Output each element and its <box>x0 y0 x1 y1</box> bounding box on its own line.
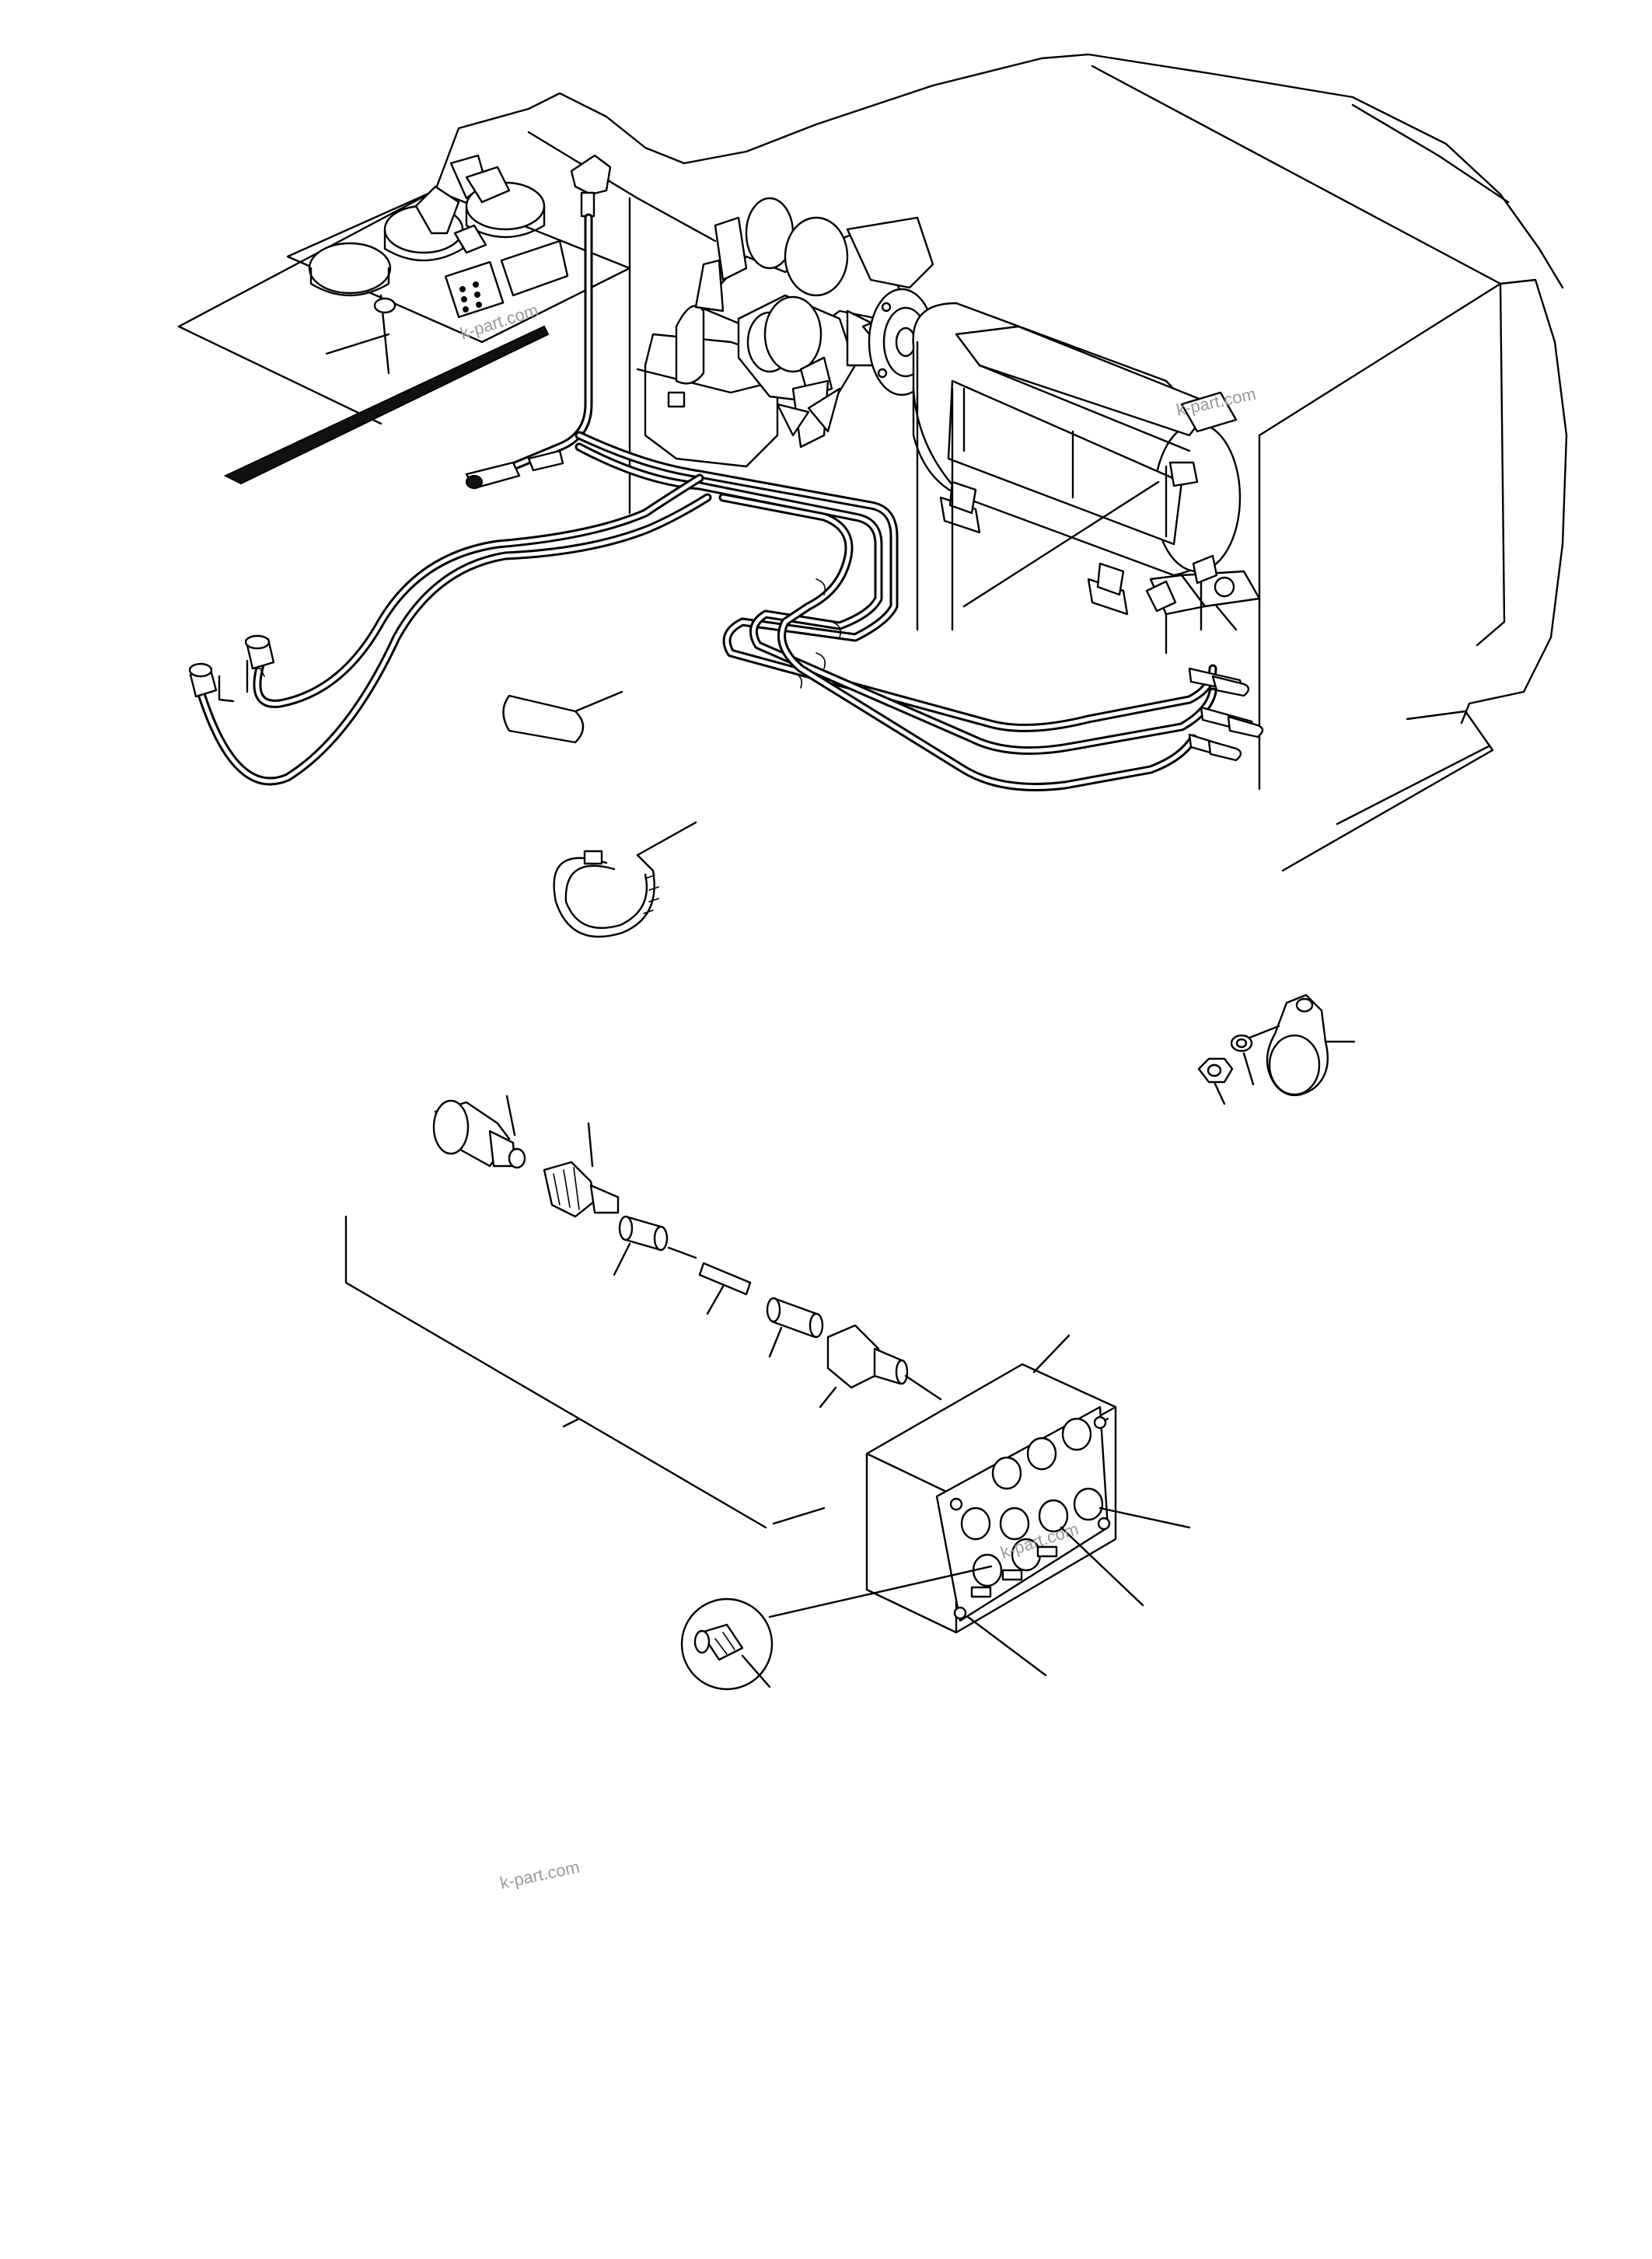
hose-clamp-band <box>553 821 697 938</box>
pump-assembly <box>636 197 936 468</box>
quick-coupler <box>432 1095 526 1169</box>
sleeve-a <box>613 1215 669 1276</box>
sleeve-b <box>766 1297 824 1358</box>
electric-motor <box>912 302 1261 631</box>
washer <box>1230 1034 1253 1053</box>
machine-body-outline <box>177 53 1568 872</box>
label-plates <box>970 1545 1058 1598</box>
protective-sleeve <box>502 690 623 744</box>
pipe-clamp-set <box>1197 993 1356 1105</box>
hose-bundle <box>194 431 1217 791</box>
hose-nut <box>543 1122 620 1218</box>
indicator-dots <box>459 281 482 312</box>
adapter-fitting <box>819 1324 942 1409</box>
insert-pipe <box>667 1246 752 1315</box>
hose-clamps-frame <box>1145 554 1238 655</box>
watermark: k-part.com <box>498 1857 582 1893</box>
nut <box>1197 1057 1234 1084</box>
switch-box <box>768 1334 1191 1677</box>
connector-parts <box>432 1095 942 1409</box>
hose-end-fittings-left <box>188 634 275 703</box>
switch-panel-assembly <box>223 154 631 485</box>
corner-screws <box>949 1416 1111 1620</box>
sensor-harness <box>465 154 612 490</box>
bulb-detail <box>680 1597 774 1691</box>
hose-end-fittings-right <box>1188 667 1264 762</box>
assembly-bracket-lines <box>344 1215 826 1529</box>
